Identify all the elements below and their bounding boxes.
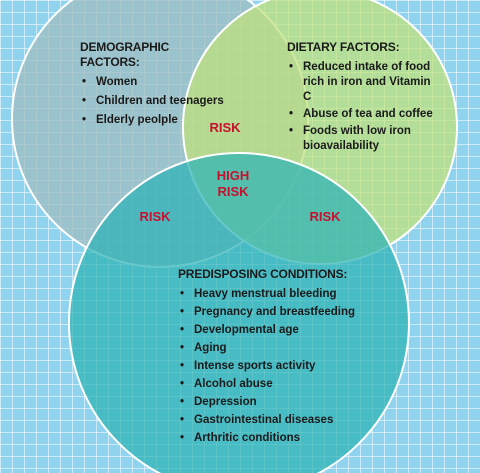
dietary-factors-title: DIETARY FACTORS: [287,40,400,54]
risk-label-left: RISK [139,209,171,224]
predisposing-conditions-box: PREDISPOSING CONDITIONS: Heavy menstrual… [178,267,358,449]
list-item: Reduced intake of food rich in iron and … [287,60,442,105]
list-item: Foods with low iron bioavailability [287,124,442,154]
list-item: Aging [178,341,358,356]
list-item: Children and teenagers [80,94,230,109]
dietary-factors-box: DIETARY FACTORS: Reduced intake of food … [287,40,442,156]
demographic-factors-box: DEMOGRAPHIC FACTORS: Women Children and … [80,40,230,132]
high-risk-label: HIGH RISK [198,168,268,200]
list-item: Pregnancy and breastfeeding [178,305,358,320]
demographic-factors-title: DEMOGRAPHIC FACTORS: [80,40,170,69]
list-item: Depression [178,395,358,410]
list-item: Abuse of tea and coffee [287,107,442,122]
risk-label-right: RISK [309,209,341,224]
demographic-factors-list: Women Children and teenagers Elderly peo… [80,75,230,128]
risk-label-top: RISK [209,120,241,135]
list-item: Elderly peolple [80,113,230,128]
dietary-factors-list: Reduced intake of food rich in iron and … [287,60,442,154]
list-item: Alcohol abuse [178,377,358,392]
list-item: Gastrointestinal diseases [178,413,358,428]
list-item: Intense sports activity [178,359,358,374]
high-risk-line2: RISK [217,184,249,199]
predisposing-conditions-list: Heavy menstrual bleeding Pregnancy and b… [178,287,358,446]
predisposing-conditions-title: PREDISPOSING CONDITIONS: [178,267,348,281]
list-item: Developmental age [178,323,358,338]
list-item: Arthritic conditions [178,431,358,446]
high-risk-line1: HIGH [216,168,250,183]
list-item: Heavy menstrual bleeding [178,287,358,302]
list-item: Women [80,75,230,90]
